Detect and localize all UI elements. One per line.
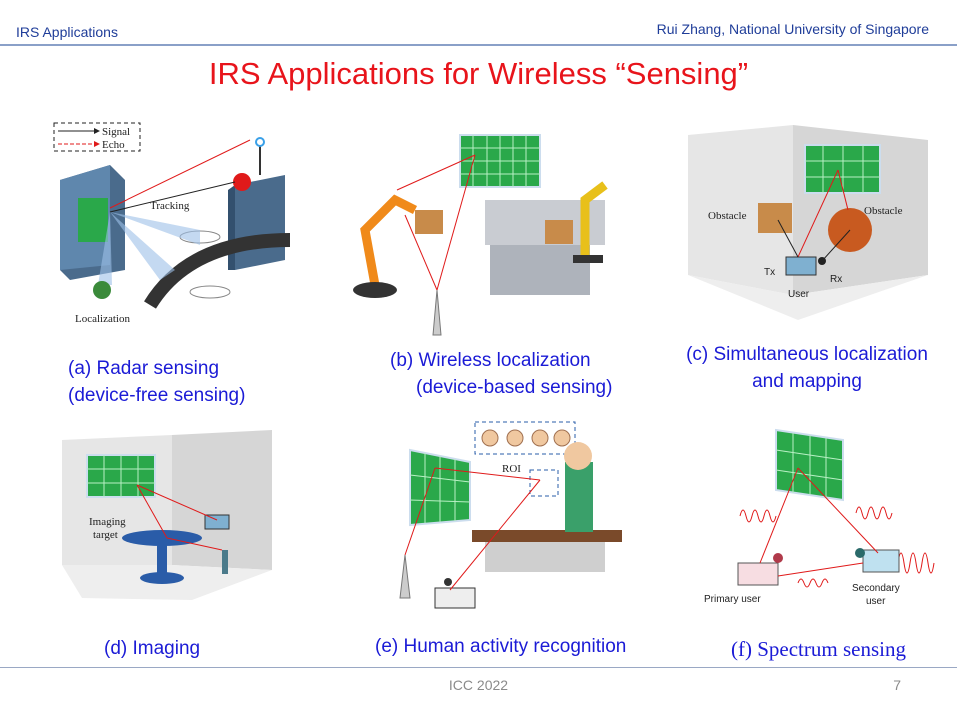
obstacle-right-label: Obstacle <box>864 205 903 217</box>
caption-spectrum-sensing: (f) Spectrum sensing <box>731 637 906 661</box>
radar-sensing-illustration: Signal Echo Tracking Localization <box>53 122 290 325</box>
tx-label: Tx <box>764 267 775 278</box>
header-section-title: IRS Applications <box>16 24 118 40</box>
obstacle-left-label: Obstacle <box>708 210 747 222</box>
imaging-target-label-1: Imaging <box>89 516 126 528</box>
legend-echo-label: Echo <box>102 139 125 151</box>
caption-imaging: (d) Imaging <box>104 638 201 659</box>
header-author: Rui Zhang, National University of Singap… <box>656 21 929 37</box>
spectrum-sensing-illustration: Primary user Secondary user <box>704 428 935 607</box>
header-divider <box>0 44 957 46</box>
roi-label: ROI <box>502 463 521 475</box>
imaging-illustration: Imaging target <box>62 430 272 600</box>
secondary-user-label-1: Secondary <box>852 583 900 594</box>
primary-user-label: Primary user <box>704 594 761 605</box>
secondary-user-label-2: user <box>866 596 886 607</box>
caption-radar-sensing: (a) Radar sensing(device-free sensing) <box>68 358 246 406</box>
legend-signal-label: Signal <box>102 126 130 138</box>
slide-title: IRS Applications for Wireless “Sensing” <box>208 56 749 91</box>
slam-illustration: Obstacle Obstacle Tx Rx User <box>688 125 928 320</box>
human-activity-illustration: ROI <box>399 421 622 609</box>
rx-label: Rx <box>830 274 842 285</box>
footer-conference: ICC 2022 <box>448 677 509 693</box>
caption-wireless-localization: (b) Wireless localization(device-based s… <box>390 350 613 398</box>
imaging-target-label-2: target <box>93 529 118 541</box>
user-label: User <box>788 289 810 300</box>
wireless-localization-illustration <box>353 134 608 336</box>
footer-divider <box>0 667 957 668</box>
page-number: 7 <box>893 677 901 693</box>
tracking-label: Tracking <box>150 200 190 212</box>
localization-label: Localization <box>75 313 130 325</box>
caption-human-activity: (e) Human activity recognition <box>375 636 627 657</box>
